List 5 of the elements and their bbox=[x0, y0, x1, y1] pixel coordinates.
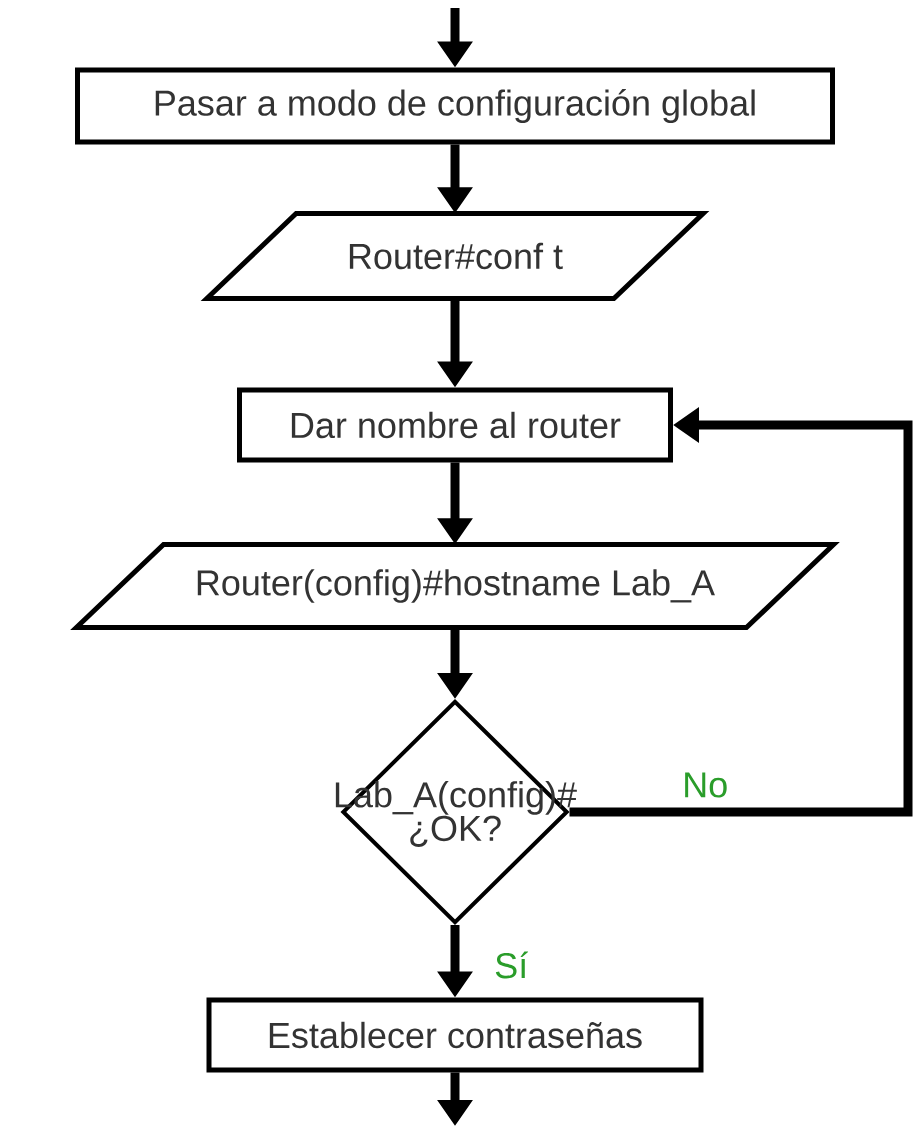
process-box: Dar nombre al router bbox=[237, 387, 673, 463]
edge-label: No bbox=[680, 770, 731, 800]
edge-label: Sí bbox=[492, 949, 531, 981]
process-box: Pasar a modo de configuración global bbox=[75, 67, 835, 145]
process-box: Establecer contraseñas bbox=[206, 997, 704, 1073]
